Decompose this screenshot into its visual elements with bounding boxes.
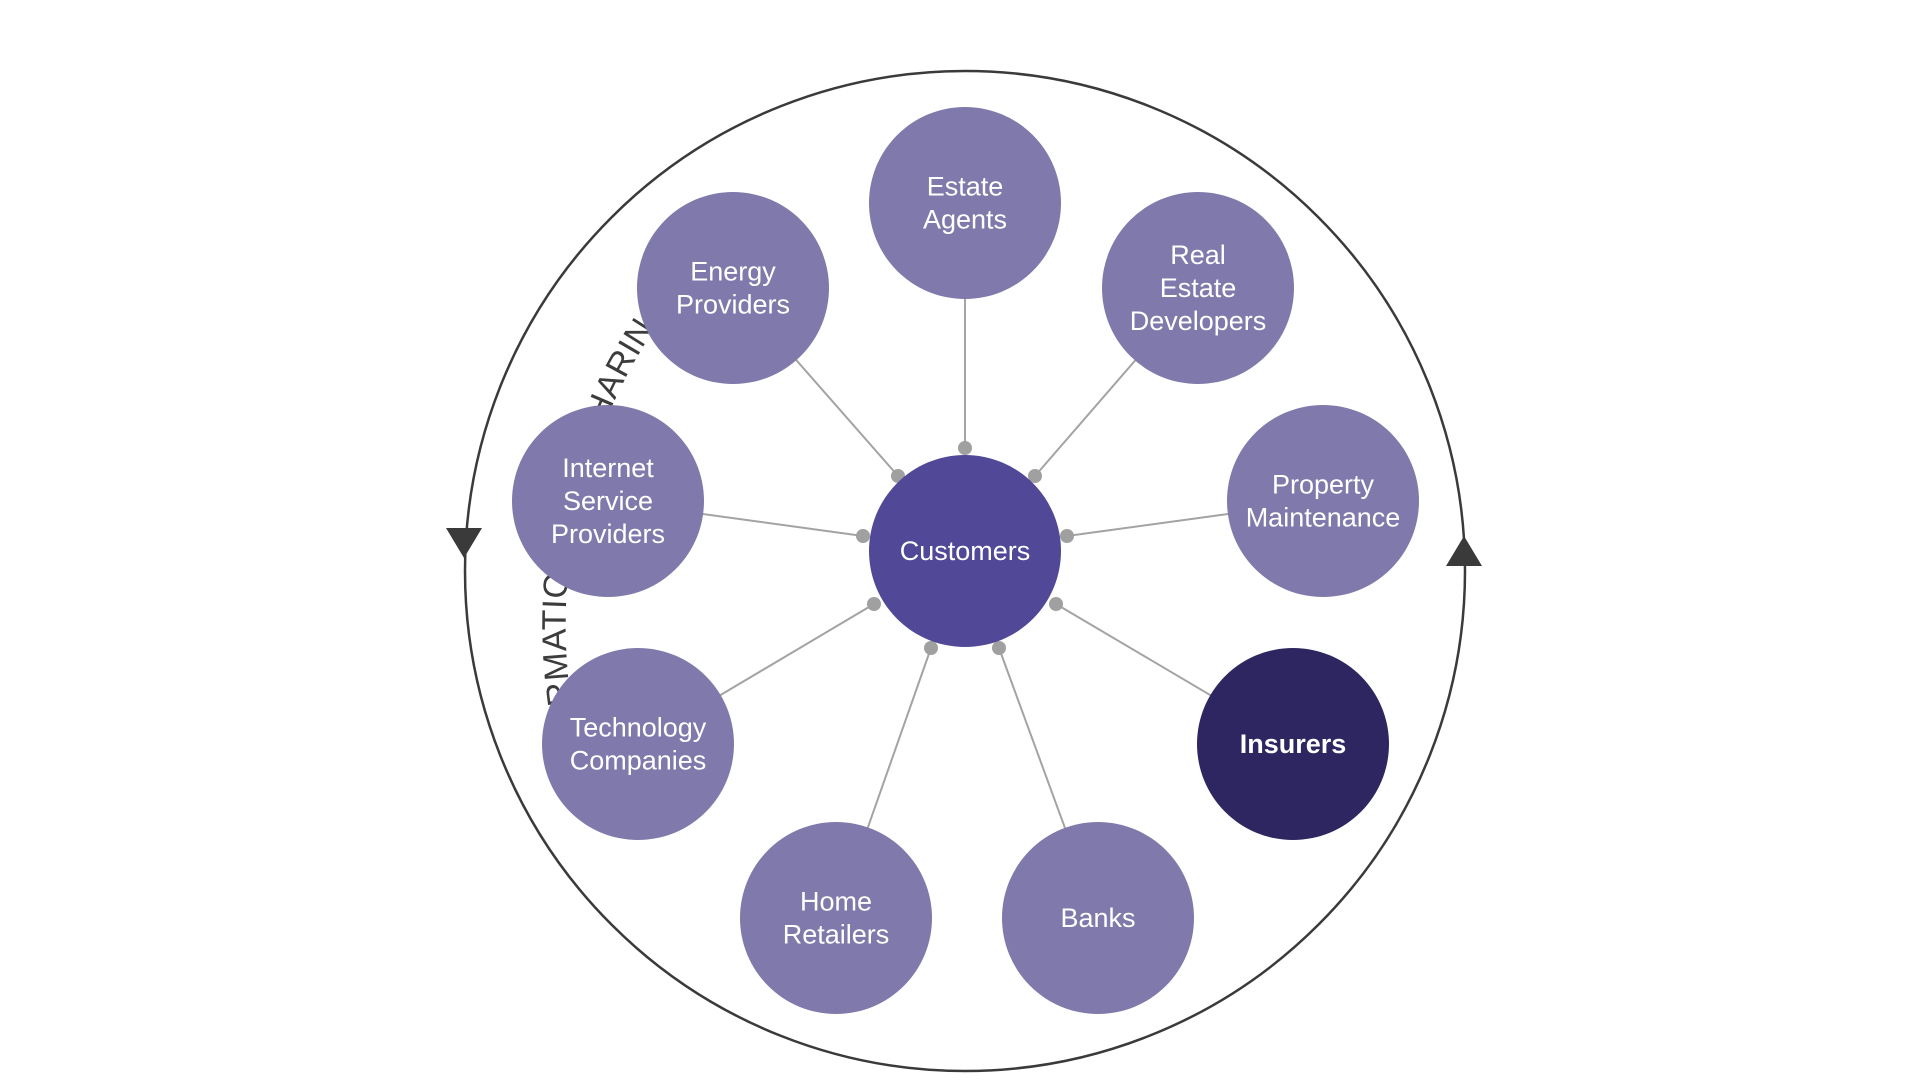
node-label-technology-companies-line: Companies (570, 746, 707, 776)
connector-dot-group (856, 441, 1074, 655)
node-label-technology-companies-line: Technology (570, 713, 707, 743)
connector-dot-real-estate-developers (1028, 469, 1042, 483)
hub-circle (869, 455, 1061, 647)
node-label-energy-providers-line: Providers (676, 290, 790, 320)
connector-dot-technology-companies (867, 597, 881, 611)
node-label-estate-agents-line: Estate (927, 172, 1004, 202)
connector-dot-insurers (1049, 597, 1063, 611)
node-label-real-estate-developers-line: Real (1170, 240, 1226, 270)
node-label-property-maintenance-line: Maintenance (1246, 503, 1401, 533)
node-circle-energy-providers (637, 192, 829, 384)
connector-dot-internet-service-providers (856, 529, 870, 543)
node-circle-internet-service-providers (512, 405, 704, 597)
node-circle-home-retailers (740, 822, 932, 1014)
hub-group: Customers (869, 455, 1061, 647)
node-label-internet-service-providers-line: Providers (551, 519, 665, 549)
outer-ring (463, 69, 1467, 1073)
node-label-estate-agents-line: Agents (923, 205, 1007, 235)
node-banks: Banks (1002, 822, 1194, 1014)
node-label-banks-line: Banks (1060, 903, 1135, 933)
node-circle-estate-agents (869, 107, 1061, 299)
node-circle-property-maintenance (1227, 405, 1419, 597)
node-label-insurers: Insurers (1240, 729, 1347, 759)
node-label-property-maintenance-line: Property (1272, 470, 1375, 500)
node-label-internet-service-providers-line: Internet (562, 453, 654, 483)
node-insurers: Insurers (1197, 648, 1389, 840)
node-circle-technology-companies (542, 648, 734, 840)
node-circle-insurers (1197, 648, 1389, 840)
node-label-real-estate-developers-line: Estate (1160, 273, 1237, 303)
connector-dot-home-retailers (924, 641, 938, 655)
node-label-banks: Banks (1060, 903, 1135, 933)
node-label-real-estate-developers-line: Developers (1130, 306, 1267, 336)
node-circle-banks (1002, 822, 1194, 1014)
hub-label: Customers (900, 536, 1031, 566)
node-label-energy-providers-line: Energy (690, 257, 776, 287)
node-label-home-retailers-line: Retailers (783, 920, 890, 950)
connector-dot-estate-agents (958, 441, 972, 455)
right-up-arrow-icon (1446, 536, 1482, 566)
hub-label-line: Customers (900, 536, 1031, 566)
node-circle-real-estate-developers (1102, 192, 1294, 384)
node-label-home-retailers-line: Home (800, 887, 872, 917)
node-label-insurers-line: Insurers (1240, 729, 1347, 759)
left-down-arrow-icon (446, 528, 482, 558)
connector-dot-banks (992, 641, 1006, 655)
node-label-internet-service-providers-line: Service (563, 486, 653, 516)
connector-dot-property-maintenance (1060, 529, 1074, 543)
